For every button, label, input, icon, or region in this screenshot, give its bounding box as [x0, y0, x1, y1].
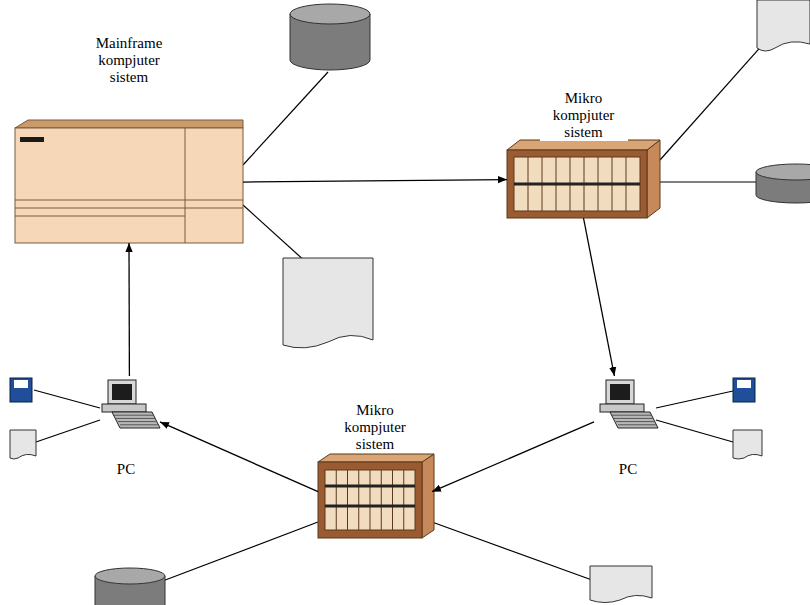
- micro-computer-box: [318, 454, 434, 538]
- floppy-disk: [733, 378, 755, 402]
- connector-arrow: [432, 422, 594, 492]
- disk-storage: [290, 4, 370, 70]
- printout: [733, 430, 762, 459]
- printout: [283, 258, 373, 348]
- mainframe-system: Mainframe kompjuter sistem: [15, 35, 243, 243]
- floppy-disk: [10, 378, 32, 402]
- disk-storage: [95, 568, 165, 605]
- pc: PC: [594, 376, 662, 478]
- connector-arrow: [128, 243, 130, 376]
- connector-arrow: [584, 218, 615, 376]
- node-label: Mikro kompjuter sistem: [540, 90, 628, 141]
- micro-computer-box: [507, 140, 660, 218]
- node-label: Mikro kompjuter sistem: [331, 402, 419, 453]
- printout: [10, 430, 36, 459]
- micro-computer-system: Mikro kompjuter sistem: [318, 402, 432, 540]
- printout: [590, 566, 652, 603]
- micro-computer-system: Mikro kompjuter sistem: [507, 90, 660, 218]
- pc-icon: [600, 380, 658, 428]
- disk-storage: [756, 164, 810, 203]
- printout: [757, 0, 810, 51]
- mainframe-cabinet: [15, 120, 243, 243]
- node-label: Mainframe kompjuter sistem: [81, 35, 177, 86]
- node-label: PC: [94, 461, 158, 478]
- pc: PC: [92, 376, 160, 478]
- connector-arrow: [160, 422, 318, 492]
- pc-icon: [102, 380, 160, 428]
- node-label: PC: [596, 461, 660, 478]
- connector-arrow: [243, 180, 507, 182]
